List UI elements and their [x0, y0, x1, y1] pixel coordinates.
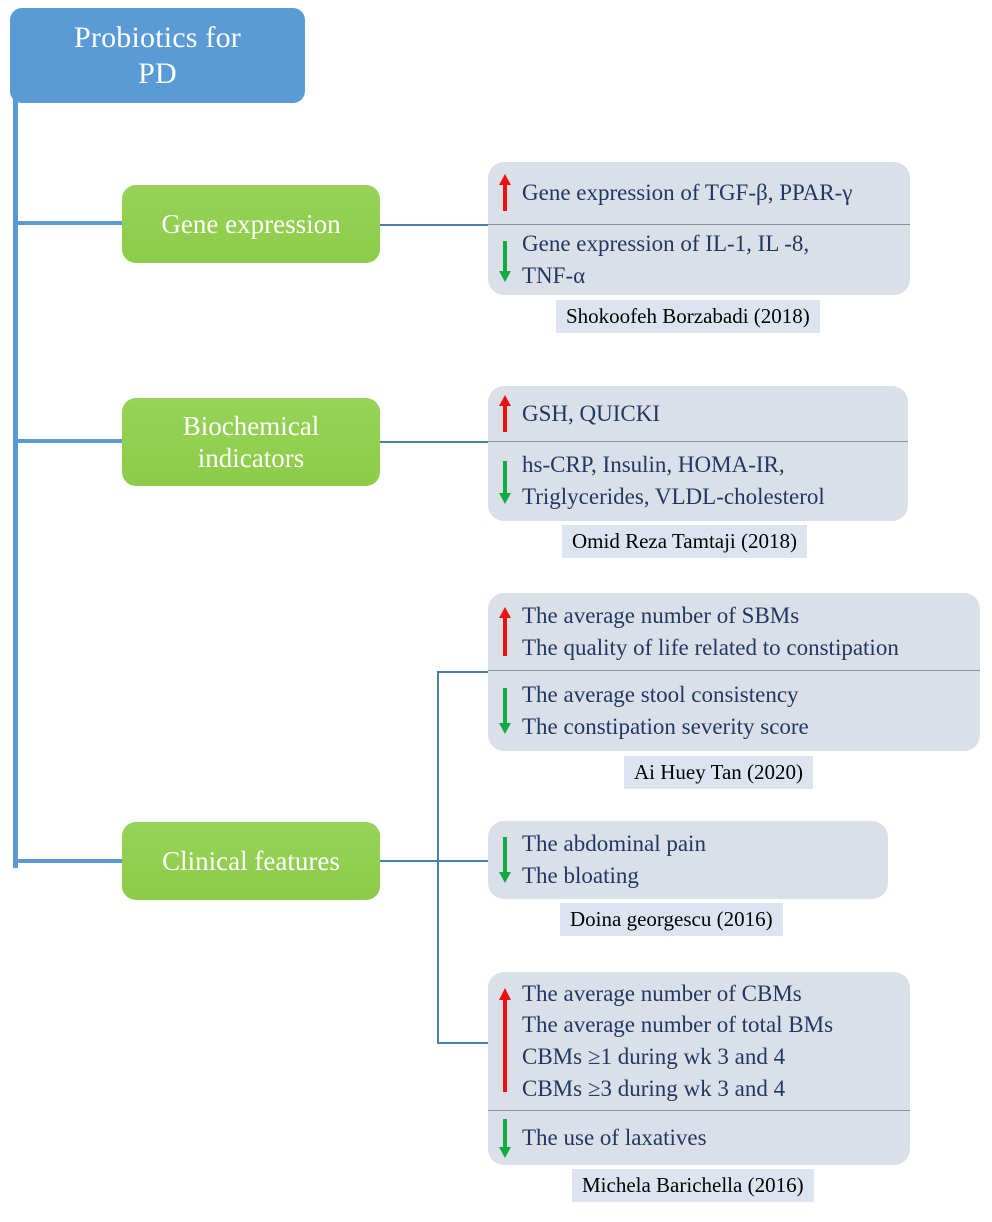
- root-node-label: Probiotics for PD: [74, 21, 241, 90]
- outcome-text: Gene expression of IL-1, IL -8, TNF-α: [522, 230, 810, 288]
- outcome-row-increase: GSH, QUICKI: [488, 386, 908, 441]
- connector-biochemical-to-panel: [380, 441, 490, 443]
- arrow-down-icon: [494, 457, 516, 505]
- outcome-text: The average number of CBMs The average n…: [522, 980, 834, 1101]
- outcome-text: hs-CRP, Insulin, HOMA-IR, Triglycerides,…: [522, 452, 825, 509]
- connector-root-to-clinical: [13, 859, 125, 863]
- arrow-up-icon: [494, 606, 516, 658]
- outcome-panel-tan: The average number of SBMs The quality o…: [488, 593, 980, 751]
- connector-clinical-branch-tan: [437, 671, 492, 673]
- connector-clinical-branch-barichella: [437, 1042, 492, 1044]
- citation-tamtaji: Omid Reza Tamtaji (2018): [562, 525, 808, 559]
- panel-divider: [488, 670, 980, 671]
- connector-gene-expression-to-panel: [380, 224, 490, 226]
- category-label-gene-expression: Gene expression: [161, 208, 341, 239]
- citation-georgescu: Doina georgescu (2016): [560, 903, 783, 937]
- connector-root-trunk: [13, 96, 18, 868]
- outcome-text: GSH, QUICKI: [522, 400, 660, 426]
- outcome-row-decrease: The use of laxatives: [488, 1110, 910, 1165]
- connector-root-to-biochemical: [13, 439, 125, 443]
- citation-text: Ai Huey Tan (2020): [634, 760, 804, 784]
- category-node-biochemical-indicators[interactable]: Biochemical indicators: [122, 398, 380, 486]
- outcome-row-decrease: hs-CRP, Insulin, HOMA-IR, Triglycerides,…: [488, 441, 908, 521]
- citation-text: Shokoofeh Borzabadi (2018): [566, 304, 810, 328]
- outcome-text: The average stool consistency The consti…: [522, 681, 809, 739]
- arrow-down-icon: [494, 1117, 516, 1159]
- connector-clinical-branch-georgescu: [437, 860, 492, 862]
- outcome-text: The abdominal pain The bloating: [522, 831, 706, 888]
- outcome-row-decrease: The average stool consistency The consti…: [488, 670, 980, 751]
- arrow-down-icon: [494, 835, 516, 885]
- outcome-panel-borzabadi: Gene expression of TGF-β, PPAR-γ Gene ex…: [488, 162, 910, 295]
- citation-borzabadi: Shokoofeh Borzabadi (2018): [556, 300, 820, 334]
- outcome-text: Gene expression of TGF-β, PPAR-γ: [522, 180, 853, 206]
- panel-divider: [488, 441, 908, 442]
- outcome-row-decrease: Gene expression of IL-1, IL -8, TNF-α: [488, 224, 910, 295]
- arrow-down-icon: [494, 237, 516, 283]
- connector-root-to-gene-expression: [13, 221, 125, 225]
- citation-text: Omid Reza Tamtaji (2018): [572, 529, 798, 553]
- outcome-row-increase: The average number of CBMs The average n…: [488, 972, 910, 1110]
- outcome-row-decrease: The abdominal pain The bloating: [488, 821, 888, 899]
- connector-clinical-to-subtrunk: [380, 860, 492, 862]
- category-label-clinical-features: Clinical features: [162, 845, 340, 876]
- outcome-panel-tamtaji: GSH, QUICKI hs-CRP, Insulin, HOMA-IR, Tr…: [488, 386, 908, 521]
- connector-clinical-subtrunk: [437, 671, 439, 1044]
- outcome-row-increase: Gene expression of TGF-β, PPAR-γ: [488, 162, 910, 224]
- arrow-up-icon: [494, 173, 516, 213]
- outcome-row-increase: The average number of SBMs The quality o…: [488, 593, 980, 670]
- panel-divider: [488, 224, 910, 225]
- citation-text: Michela Barichella (2016): [582, 1173, 804, 1197]
- arrow-up-icon: [494, 394, 516, 434]
- outcome-panel-barichella: The average number of CBMs The average n…: [488, 972, 910, 1165]
- outcome-panel-georgescu: The abdominal pain The bloating: [488, 821, 888, 899]
- outcome-text: The use of laxatives: [522, 1124, 707, 1150]
- category-label-biochemical-indicators: Biochemical indicators: [182, 410, 320, 473]
- root-node-probiotics-for-pd[interactable]: Probiotics for PD: [10, 8, 305, 103]
- citation-barichella: Michela Barichella (2016): [572, 1169, 814, 1203]
- category-node-clinical-features[interactable]: Clinical features: [122, 822, 380, 900]
- arrow-down-icon: [494, 686, 516, 736]
- panel-divider: [488, 1110, 910, 1111]
- category-node-gene-expression[interactable]: Gene expression: [122, 185, 380, 263]
- citation-text: Doina georgescu (2016): [570, 907, 773, 931]
- citation-tan: Ai Huey Tan (2020): [624, 756, 814, 790]
- arrow-up-icon: [494, 986, 516, 1096]
- outcome-text: The average number of SBMs The quality o…: [522, 602, 899, 660]
